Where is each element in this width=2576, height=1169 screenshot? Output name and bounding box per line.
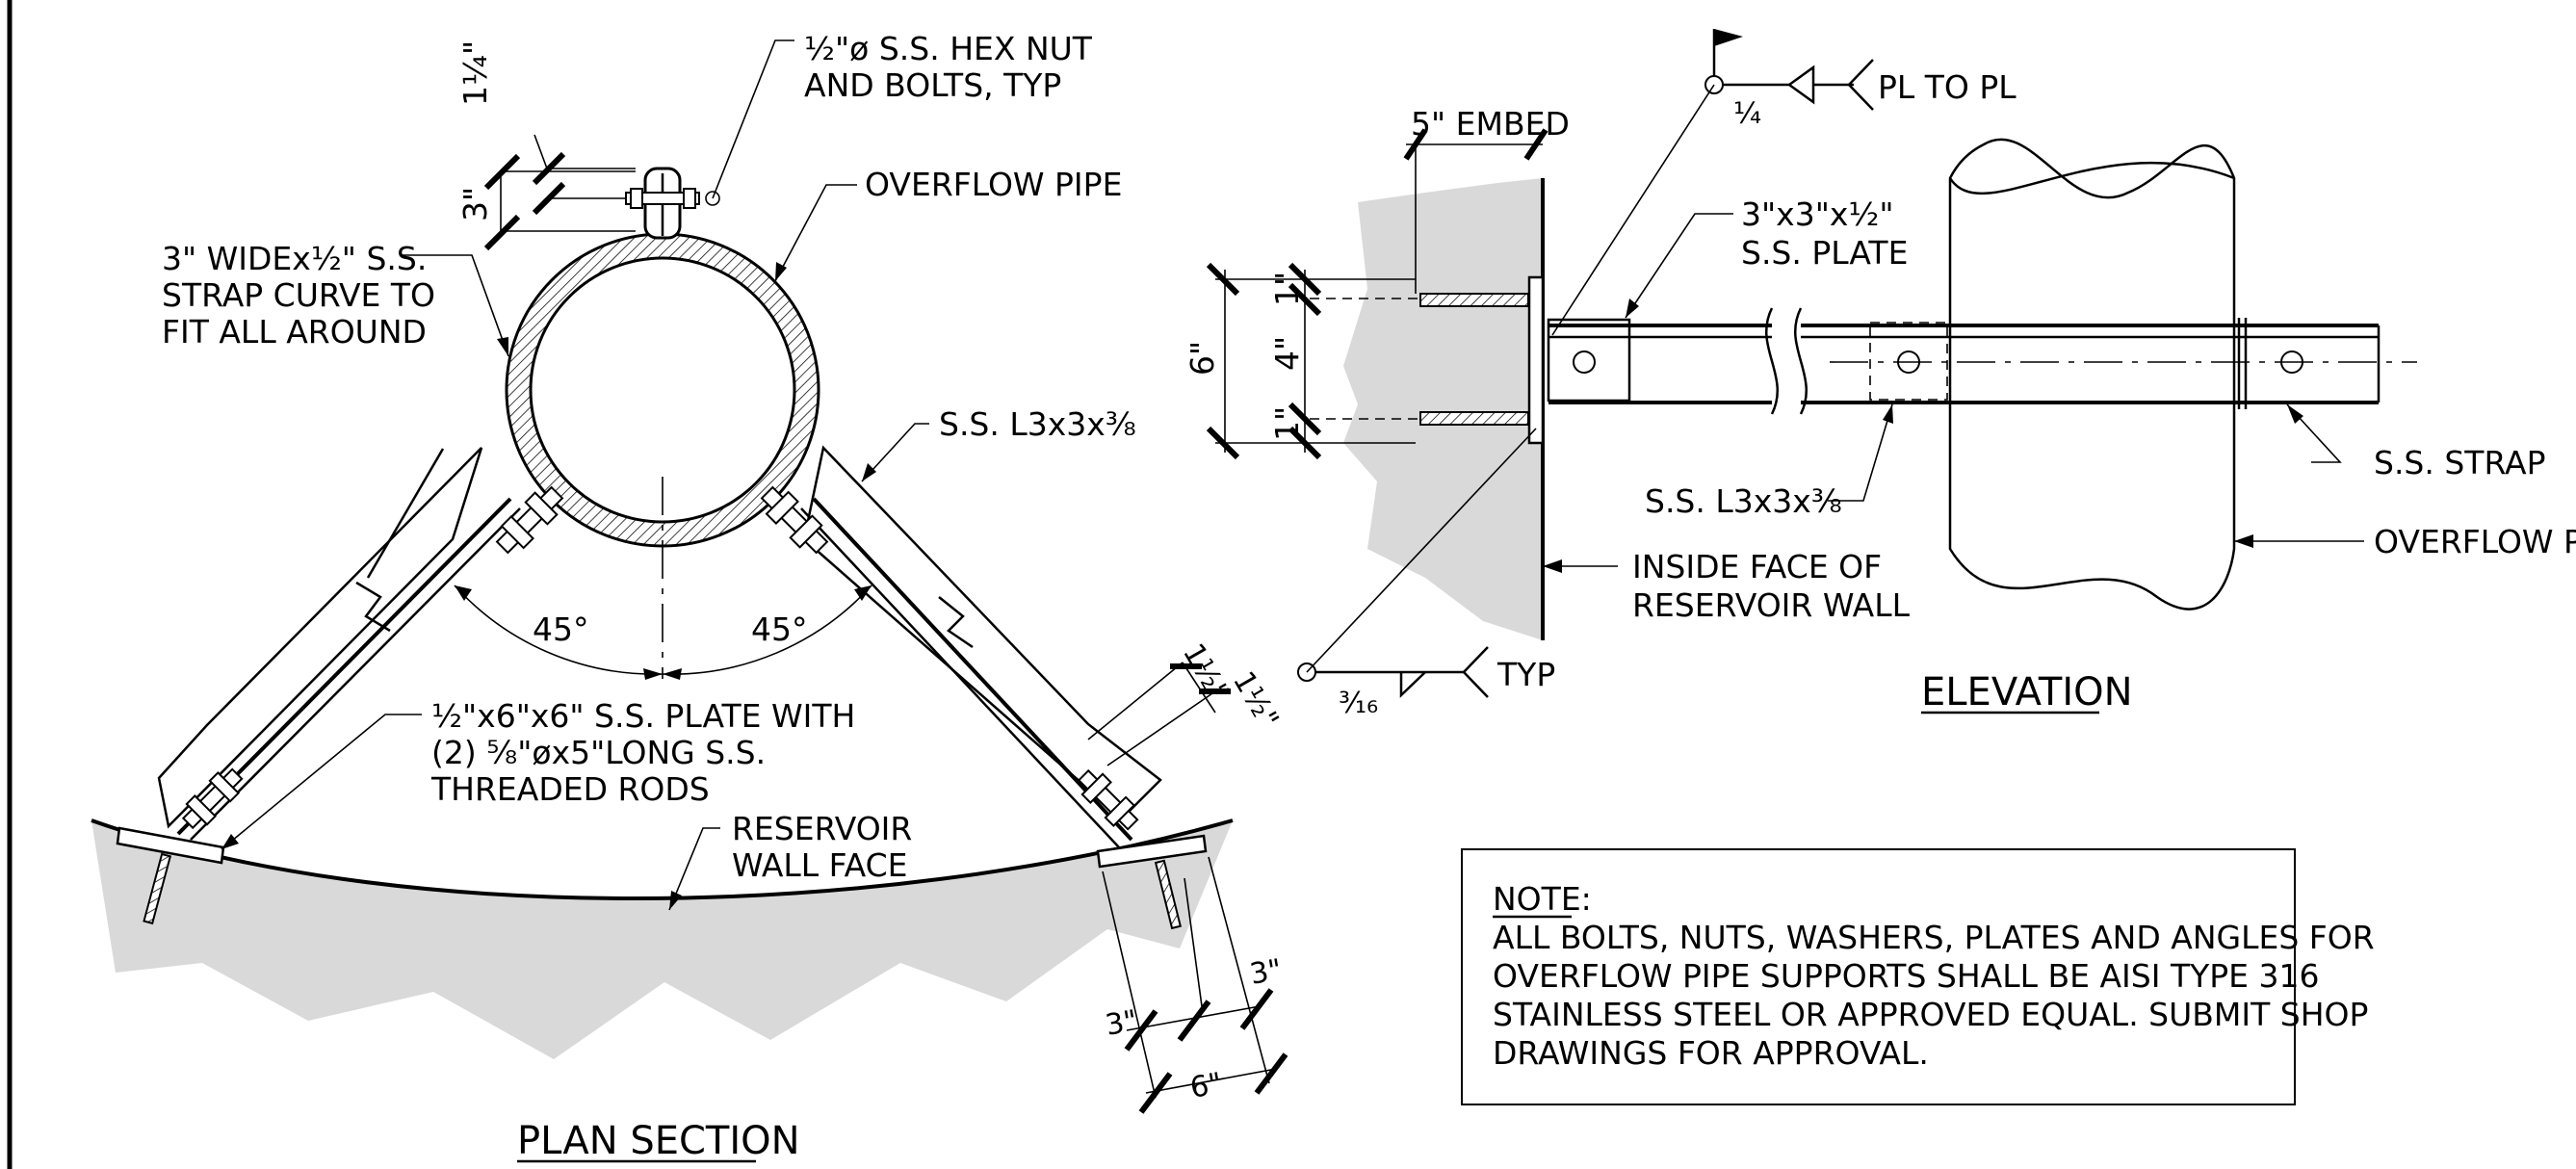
plan-concrete-wall [91,820,1233,1059]
elev-overflow-pipe-label: OVERFLOW PIPE [2374,523,2576,560]
elevation-view: 6" 4" 1" 1" 5" EMBED PL TO PL ¼ 3"x3"x½"… [1184,29,2576,720]
plan-dim-1-5a: 1½" [1176,638,1235,707]
plan-angle-right [802,445,1162,820]
elev-weld-typ-size: ³⁄₁₆ [1339,687,1378,720]
plan-overflow-pipe [529,256,796,524]
note-line-1: ALL BOLTS, NUTS, WASHERS, PLATES AND ANG… [1493,919,2375,956]
plan-hex-nut-label-2: AND BOLTS, TYP [804,66,1061,104]
elev-weld-pl-size: ¼ [1733,97,1761,131]
elev-embed-label: 5" EMBED [1411,105,1570,143]
plan-hex-nut-label-1: ½"ø S.S. HEX NUT [804,30,1093,67]
plan-overflow-pipe-label: OVERFLOW PIPE [865,166,1122,203]
elevation-title: ELEVATION [1921,670,2133,714]
plan-rod-right [1154,859,1182,930]
plan-connection-bolt-right [760,485,829,555]
plan-angle-arc-right [662,584,872,675]
elev-plate-label-2: S.S. PLATE [1741,234,1908,272]
plan-plate-label-1: ½"x6"x6" S.S. PLATE WITH [431,697,855,735]
plan-angle-arc-left [454,584,664,675]
plan-rod-left [143,852,172,925]
elev-overflow-pipe [1948,138,2236,610]
plan-embed-plate-right [1096,834,1208,869]
elev-inside-face-label-1: INSIDE FACE OF [1632,548,1882,585]
plan-plate-label-2: (2) ⅝"øx5"LONG S.S. [431,734,766,771]
note-box: NOTE: ALL BOLTS, NUTS, WASHERS, PLATES A… [1461,848,2375,1105]
plan-plate-label-3: THREADED RODS [430,770,710,808]
plan-angle-left-label: 45° [533,610,589,648]
plan-dim-1-25: 1¼" [456,40,494,106]
elev-weld-pl-label: PL TO PL [1878,68,2017,106]
elev-dim-4: 4" [1268,336,1306,371]
elev-angle-label: S.S. L3x3x⅜ [1645,482,1842,520]
elev-rod-top [1419,293,1529,307]
plan-dim-3-right: 3" [1247,953,1284,992]
elev-strap-label: S.S. STRAP [2374,444,2546,481]
elev-dim-6: 6" [1184,341,1221,376]
plan-angle-label: S.S. L3x3x⅜ [939,405,1136,443]
plan-embed-plate-left [116,826,225,865]
elev-plate-label-1: 3"x3"x½" [1741,195,1894,233]
plan-dim-1-5b: 1½" [1226,666,1285,735]
elev-weld-typ-label: TYP [1496,656,1555,693]
plan-angle-left [157,447,483,829]
plan-strap-label-2: STRAP CURVE TO [162,276,435,314]
plan-wall-bolt-left [181,767,244,830]
elev-strap-plate [1869,322,1948,401]
elev-dim-1-bot: 1" [1268,406,1306,441]
plan-section: 45° 45° 1¼" 3" ½"ø S.S. HEX NUT AND BOLT… [91,30,1288,1163]
plan-wall-face [91,818,1234,900]
plan-strap-label-3: FIT ALL AROUND [162,313,427,351]
plan-dim-3-left: 3" [1103,1004,1139,1043]
note-line-2: OVERFLOW PIPE SUPPORTS SHALL BE AISI TYP… [1493,957,2320,995]
plan-dim-6: 6" [1187,1067,1224,1105]
elev-rod-bottom [1419,411,1529,426]
elev-inside-face-label-2: RESERVOIR WALL [1632,586,1911,624]
elev-dim-1-top: 1" [1268,272,1306,306]
plan-wall-label-1: RESERVOIR [732,810,912,847]
elev-concrete-wall [1343,178,1543,640]
plan-wall-label-2: WALL FACE [732,846,908,884]
weld-flag [1714,29,1743,46]
plan-wall-bolt-right [1077,768,1139,831]
plan-dim-3-top: 3" [456,187,494,221]
plan-angle-right-label: 45° [751,610,808,648]
plan-section-title: PLAN SECTION [517,1119,800,1163]
plan-strap-label-1: 3" WIDEx½" S.S. [162,240,427,277]
note-heading: NOTE: [1493,880,1592,918]
note-line-3: STAINLESS STEEL OR APPROVED EQUAL. SUBMI… [1493,996,2368,1033]
elev-embed-plate [1527,275,1545,445]
plan-connection-bolt-left [495,485,564,555]
note-line-4: DRAWINGS FOR APPROVAL. [1493,1034,1929,1072]
